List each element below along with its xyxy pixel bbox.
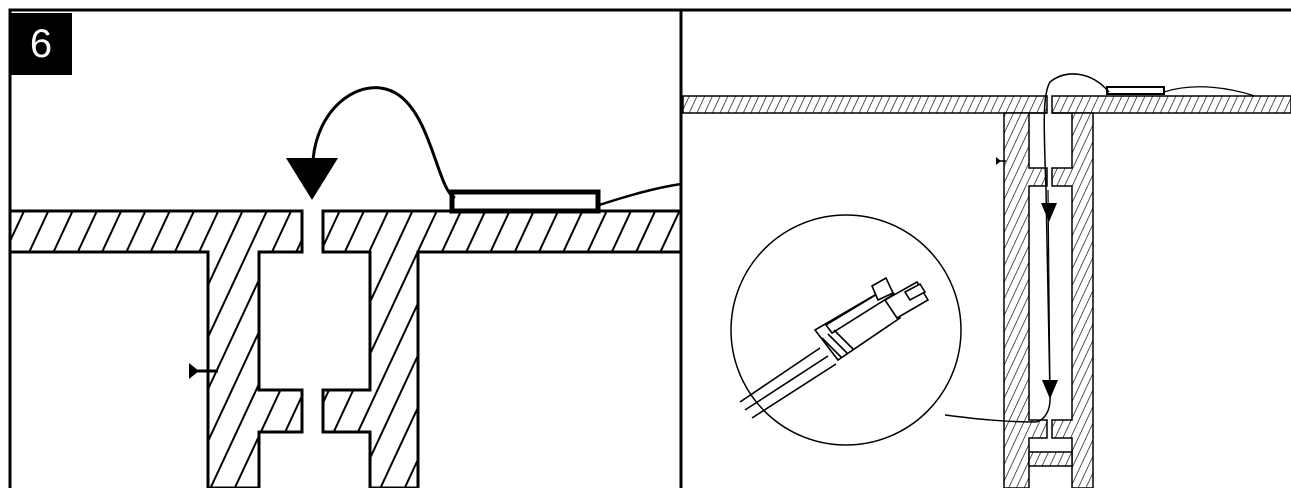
- cable: [311, 86, 682, 208]
- screw-icon: [996, 157, 1006, 165]
- wall-section-left: [1003, 112, 1048, 489]
- cable-hole: [300, 211, 325, 252]
- right-panel: [682, 73, 1291, 489]
- step-number-badge: 6: [10, 13, 72, 75]
- arrow-down-icon: [286, 158, 338, 200]
- cable: [944, 73, 1256, 423]
- worktop-section-right: [682, 95, 1291, 114]
- screw-icon: [189, 363, 218, 379]
- arrow-down-icon: [1042, 380, 1058, 399]
- worktop-section: [8, 209, 683, 490]
- device-strip: [1106, 86, 1165, 95]
- device-strip: [449, 189, 601, 214]
- left-panel: [8, 86, 683, 490]
- connector-plug-icon: [739, 276, 930, 419]
- arrow-down-icon: [1041, 203, 1057, 222]
- connector-inset: [730, 214, 962, 446]
